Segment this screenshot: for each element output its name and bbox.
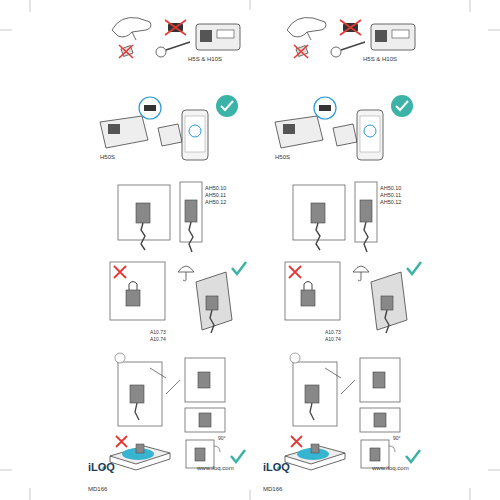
model-label: H5S & H10S xyxy=(363,56,397,63)
angle-dimension: 90° xyxy=(393,436,401,442)
part-number: A10.74 xyxy=(150,337,166,343)
part-number: A10.74 xyxy=(325,337,341,343)
part-number: AH50.10 xyxy=(380,185,401,191)
document-code: MD166 xyxy=(88,486,107,493)
document-code: MD166 xyxy=(263,486,282,493)
website-url: www.iloq.com xyxy=(372,465,409,472)
brand-logo: iLOQ xyxy=(263,461,290,473)
part-number: A10.73 xyxy=(150,330,166,336)
brand-logo: iLOQ xyxy=(88,461,115,473)
part-number: A10.73 xyxy=(325,330,341,336)
model-label: H5S & H10S xyxy=(188,56,222,63)
instruction-column xyxy=(100,18,246,471)
instruction-column xyxy=(275,18,421,471)
website-url: www.iloq.com xyxy=(197,465,234,472)
angle-dimension: 90° xyxy=(218,436,226,442)
model-label: H50S xyxy=(275,154,290,161)
part-number: AH50.11 xyxy=(205,192,226,198)
part-number: AH50.12 xyxy=(380,199,401,205)
part-number: AH50.11 xyxy=(380,192,401,198)
part-number: AH50.12 xyxy=(205,199,226,205)
part-number: AH50.10 xyxy=(205,185,226,191)
model-label: H50S xyxy=(100,154,115,161)
